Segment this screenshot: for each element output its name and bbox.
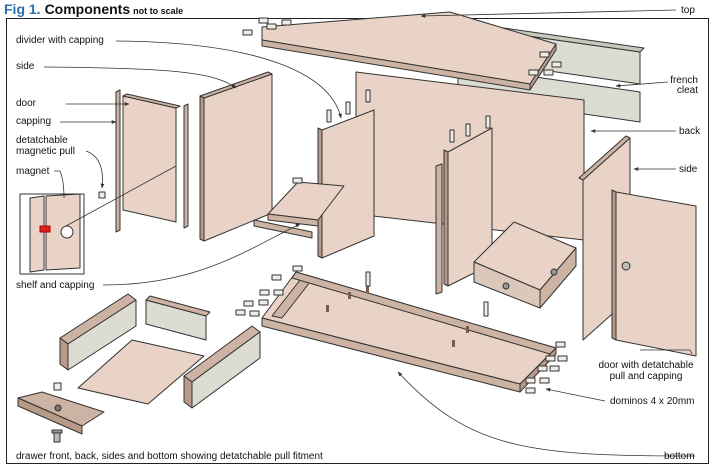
drawer-assembly <box>473 221 577 309</box>
label-pull-line2: magnetic pull <box>16 146 75 157</box>
bottom-dominos <box>365 271 489 317</box>
figure-note: not to scale <box>133 6 184 16</box>
door-capping-strip <box>115 89 121 233</box>
left-door <box>122 93 181 223</box>
label-magnet: magnet <box>16 166 50 177</box>
drawer-front <box>17 382 105 443</box>
label-french-line1: french <box>670 75 698 86</box>
drawer-side-right <box>183 325 261 409</box>
label-pull-line1: detatchable <box>16 135 68 146</box>
figure-number: Fig 1. <box>4 1 41 17</box>
label-side-right: side <box>679 164 698 175</box>
loose-dominos-right <box>525 51 568 394</box>
magnet-detail-inset <box>19 193 85 275</box>
label-capping: capping <box>16 116 52 127</box>
drawer-back <box>145 295 211 341</box>
label-bottom: bottom <box>664 451 695 462</box>
top-panel <box>261 11 557 91</box>
diagram-border <box>6 18 709 464</box>
loose-dominos-left <box>98 17 303 317</box>
label-door2-line1: door with detatchable <box>598 360 694 371</box>
bottom-panel <box>261 271 557 393</box>
label-dominos: dominos 4 x 20mm <box>610 396 695 407</box>
label-door2-line2: pull and capping <box>609 371 683 382</box>
label-back: back <box>679 126 701 137</box>
label-side-left: side <box>16 61 35 72</box>
figure-heading: Components <box>44 1 131 17</box>
shelf-panel <box>267 181 345 227</box>
label-shelf: shelf and capping <box>16 280 95 291</box>
partition-capping <box>435 163 443 295</box>
drawer-bottom <box>77 339 205 405</box>
bottom-domino-slots <box>326 286 469 347</box>
right-door <box>611 189 697 357</box>
drawer-side-left <box>59 293 137 371</box>
leader-lines <box>43 9 696 457</box>
side-capping-strip <box>183 103 189 229</box>
label-divider: divider with capping <box>16 35 104 46</box>
left-side-panel <box>199 71 273 242</box>
label-door: door <box>16 98 37 109</box>
label-drawer-caption: drawer front, back, sides and bottom sho… <box>16 451 323 462</box>
label-french-line2: cleat <box>676 85 698 96</box>
label-top: top <box>681 5 695 16</box>
top-edge-dominos <box>326 89 491 143</box>
